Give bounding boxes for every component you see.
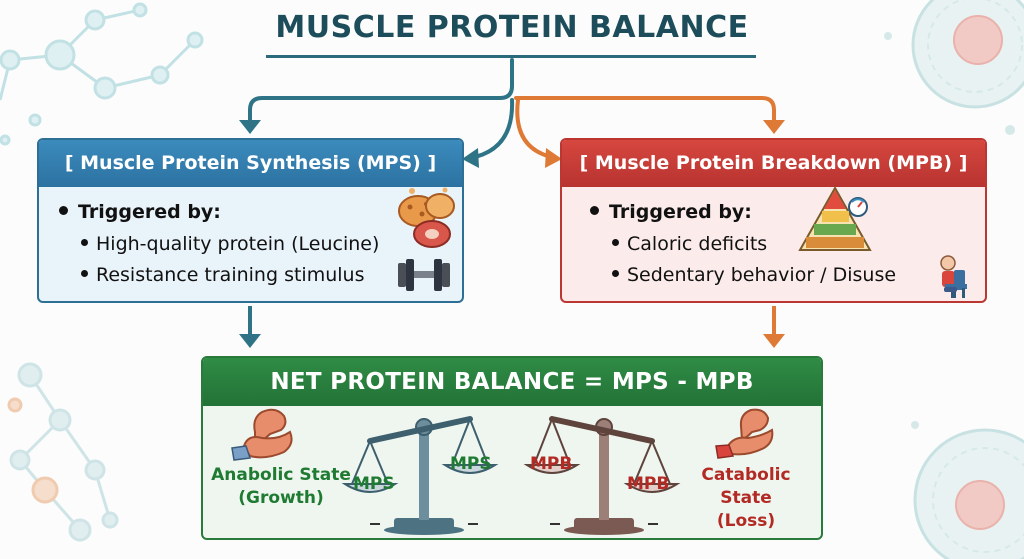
down-arrow-mpb xyxy=(763,306,785,348)
mps-triggered-label: Triggered by: xyxy=(59,201,221,223)
cell-top-right-icon xyxy=(884,0,1024,135)
balance-scale-icon-left xyxy=(341,416,499,535)
mpb-header: [ Muscle Protein Breakdown (MPB) ] xyxy=(562,140,985,187)
mpb-item-sedentary: Sedentary behavior / Disuse xyxy=(612,264,896,286)
left-scale-high-pan-label: MPS xyxy=(450,454,492,474)
mpb-box: [ Muscle Protein Breakdown (MPB) ] Trigg… xyxy=(560,138,987,303)
molecule-top-left-icon xyxy=(0,2,204,146)
down-arrow-mps xyxy=(239,306,261,348)
mps-item-training: Resistance training stimulus xyxy=(81,264,364,286)
arrowhead-mpb xyxy=(763,120,785,134)
arrowhead-mps xyxy=(239,120,261,134)
molecule-bottom-left-icon xyxy=(7,362,119,542)
seated-person-icon xyxy=(940,255,967,298)
left-scale-low-pan-label: MPS xyxy=(353,474,395,494)
bullet-icon xyxy=(612,270,619,277)
net-balance-box: NET PROTEIN BALANCE = MPS - MPB Anabolic… xyxy=(201,356,823,540)
anabolic-state-label: Anabolic State (Growth) xyxy=(211,465,351,508)
mps-item-protein: High-quality protein (Leucine) xyxy=(81,233,379,255)
right-scale-low-pan-label: MPB xyxy=(627,474,670,494)
dumbbell-icon xyxy=(398,259,450,291)
arrowhead-center-left xyxy=(462,148,479,168)
catabolic-state-label: Catabolic State (Loss) xyxy=(701,465,791,531)
bullet-icon xyxy=(81,270,88,277)
mpb-item-caloric: Caloric deficits xyxy=(612,233,767,255)
mps-box: [ Muscle Protein Synthesis (MPS) ] Trigg… xyxy=(37,138,464,303)
food-pyramid-icon xyxy=(798,185,872,251)
flexed-arm-icon-green xyxy=(231,408,293,461)
right-scale-high-pan-label: MPB xyxy=(530,454,573,474)
cell-bottom-right-icon xyxy=(911,421,1024,559)
bullet-icon xyxy=(59,206,68,215)
food-protein-icon xyxy=(398,187,455,248)
balance-scale-icon-right xyxy=(523,416,681,535)
bullet-icon xyxy=(590,206,599,215)
net-header: NET PROTEIN BALANCE = MPS - MPB xyxy=(203,358,821,406)
arrowhead-center-right xyxy=(545,148,562,168)
bullet-icon xyxy=(612,239,619,246)
mps-header: [ Muscle Protein Synthesis (MPS) ] xyxy=(39,140,462,187)
mpb-triggered-label: Triggered by: xyxy=(590,201,752,223)
bullet-icon xyxy=(81,239,88,246)
page-title: MUSCLE PROTEIN BALANCE xyxy=(275,10,749,45)
title-underline xyxy=(266,55,756,58)
flexed-arm-icon-red xyxy=(715,408,774,459)
